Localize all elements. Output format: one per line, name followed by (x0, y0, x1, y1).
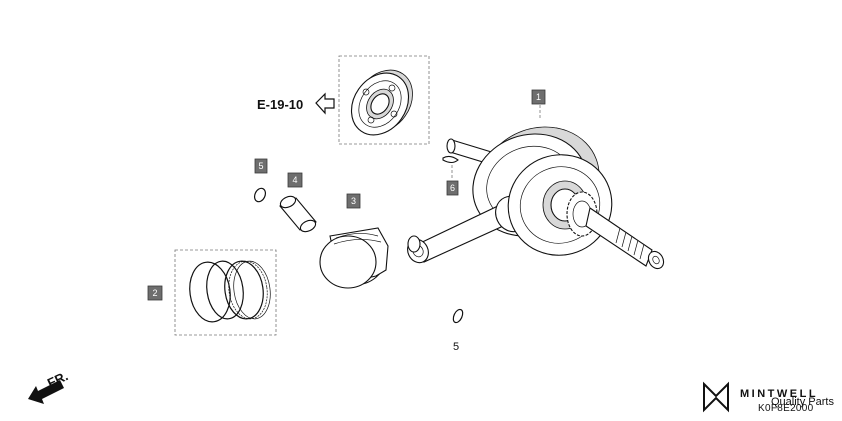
svg-text:3: 3 (351, 196, 356, 206)
bearing-frame (338, 55, 430, 145)
callout-6[interactable]: 6 (446, 180, 459, 196)
callout-2[interactable]: 2 (147, 285, 163, 301)
callout-1[interactable]: 1 (531, 89, 546, 105)
brand-name: MINTWELL (740, 388, 818, 400)
piston (319, 227, 421, 289)
reference-link[interactable]: E-19-10 (257, 92, 335, 115)
clip-label: 5 (453, 341, 459, 353)
svg-text:5: 5 (258, 161, 263, 171)
woodruff-key (442, 155, 459, 164)
front-label: FR. (45, 368, 70, 390)
crankshaft-assembly (407, 105, 665, 270)
piston-pin-bore (407, 235, 421, 253)
brand-watermark: MINTWELL Quality Parts (703, 381, 834, 413)
piston-pin (279, 195, 317, 233)
left-arrow-icon (315, 92, 335, 115)
diagram-code: K0F8E2000 (758, 403, 814, 414)
pin-clip-lower (452, 308, 464, 324)
callout-5[interactable]: 5 (254, 158, 268, 174)
front-arrow-icon (28, 380, 64, 404)
svg-text:6: 6 (450, 183, 455, 193)
bearing-group (338, 55, 430, 145)
svg-text:1: 1 (536, 92, 541, 102)
ring-set-frame (174, 249, 277, 336)
svg-text:2: 2 (152, 288, 157, 298)
front-indicator: FR. (28, 368, 70, 404)
reference-label[interactable]: E-19-10 (257, 97, 303, 112)
brand-tagline: Quality Parts (771, 396, 834, 408)
brand-logo-icon (703, 381, 729, 413)
bearing (350, 69, 413, 136)
pin-clip-upper (253, 187, 267, 203)
piston-ring-set (174, 249, 277, 336)
callout-4[interactable]: 4 (287, 172, 303, 188)
callout-3[interactable]: 3 (346, 193, 361, 209)
svg-text:4: 4 (292, 175, 297, 185)
